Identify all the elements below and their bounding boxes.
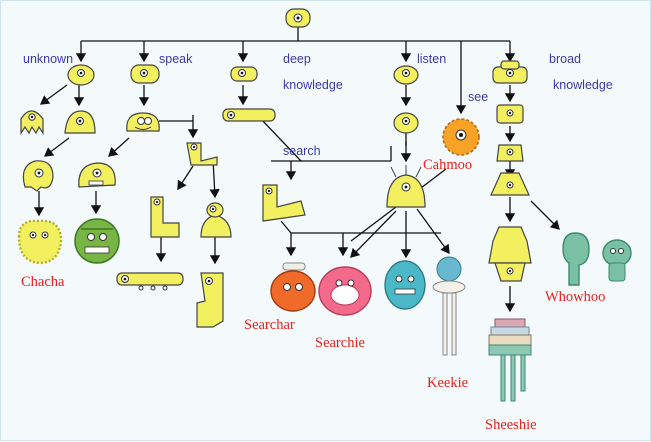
tall-creature [196,272,224,328]
speak-creature-2 [126,112,160,132]
deep-creature-1 [230,66,258,82]
name-whowhoo: Whowhoo [545,289,605,305]
broad-creature-4 [490,172,530,196]
unknown-creature-1 [67,64,95,86]
root-creature [285,8,311,28]
caterpillar-creature [116,272,184,291]
label-deep-knowledge: knowledge [283,78,343,92]
unknown-creature-2 [64,110,96,134]
broad-creature-2 [496,104,524,124]
listen-creature-1 [393,65,419,85]
coil-creature [200,202,232,238]
searchie-plush [318,266,372,316]
label-listen: listen [417,52,446,66]
green-plush-creature [74,218,120,264]
unknown-creature-3 [22,160,54,192]
neck-creature-1 [186,142,218,166]
name-searchie: Searchie [315,335,365,351]
name-chacha: Chacha [21,274,65,290]
speak-creature-3 [78,162,116,188]
listen-creature-3 [386,165,426,208]
name-keekie: Keekie [427,375,468,391]
name-sheeshie: Sheeshie [485,417,537,433]
speak-long-creature [222,108,276,122]
fuzzy-creature [17,219,63,265]
broad-creature-1 [492,60,528,84]
tree-edges [33,27,560,313]
speak-creature-1 [130,64,160,84]
broad-creature-5 [488,226,532,282]
whowhoo-plush [562,232,632,286]
name-cahmoo: Cahmoo [423,157,472,173]
deep-creature-2 [262,184,306,222]
sheeshie-plush [488,318,532,402]
label-search: search [283,144,321,158]
creatures [17,8,632,402]
searchar-plush [270,262,316,312]
label-speak: speak [159,52,193,66]
name-searchar: Searchar [244,317,295,333]
cahmoo-plush [442,118,480,156]
branch-labels: unknown speak deep knowledge listen see … [23,52,613,158]
label-deep: deep [283,52,311,66]
broad-creature-3 [496,144,524,162]
creature-names: Chacha Cahmoo Searchar Searchie Keekie W… [21,157,605,433]
neck-creature-2 [150,196,180,238]
listen-creature-2 [393,112,419,134]
keekie-plush [432,256,466,356]
label-broad: broad [549,52,581,66]
label-unknown: unknown [23,52,73,66]
label-broad-knowledge: knowledge [553,78,613,92]
jelly-creature [20,110,44,135]
label-see: see [468,90,488,104]
blue-plush-creature [384,260,426,310]
